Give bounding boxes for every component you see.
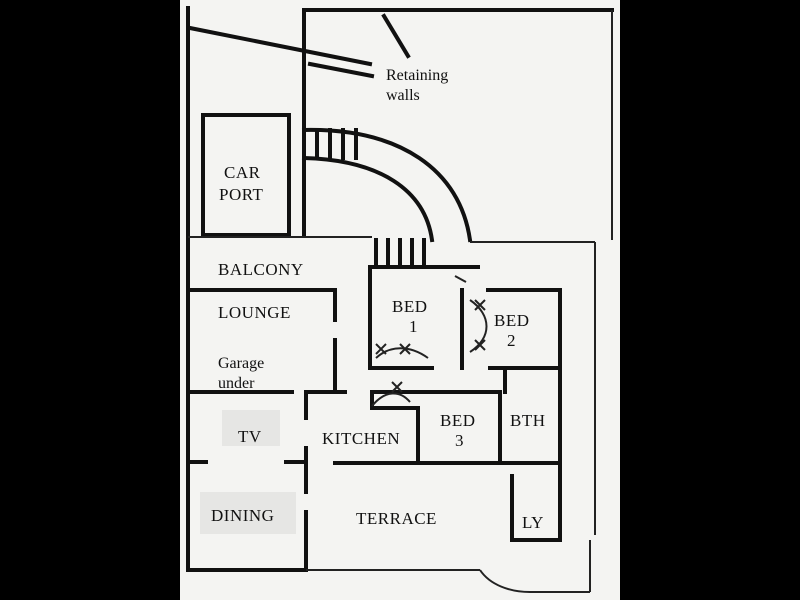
- garage-label-line2: under: [218, 375, 255, 392]
- house-walls: [186, 236, 596, 593]
- carport-label-line1: CAR: [224, 163, 261, 182]
- doors: [371, 275, 488, 407]
- dining-label: DINING: [211, 506, 274, 525]
- bed1-label-line2: 1: [409, 317, 418, 336]
- carport-outline: [201, 113, 291, 237]
- carport-label-line2: PORT: [219, 185, 264, 204]
- retaining-walls-label-line2: walls: [386, 87, 420, 104]
- bed3-label-line2: 3: [455, 431, 464, 450]
- kitchen-label: KITCHEN: [322, 429, 400, 448]
- tv-label-patch: [222, 410, 280, 446]
- entry-stairs: [374, 238, 426, 268]
- bed1-label-line1: BED: [392, 297, 428, 316]
- dining-label-patch: [200, 492, 296, 534]
- bed2-label-line1: BED: [494, 311, 530, 330]
- bathroom-label: BTH: [510, 411, 546, 430]
- bed2-label-line2: 2: [507, 331, 516, 350]
- lounge-label: LOUNGE: [218, 303, 291, 322]
- terrace-label: TERRACE: [356, 509, 437, 528]
- tv-label: TV: [238, 427, 262, 446]
- bed3-label-line1: BED: [440, 411, 476, 430]
- retaining-walls-label-line1: Retaining: [386, 67, 448, 84]
- curved-stairway: [301, 127, 473, 243]
- garage-label-line1: Garage: [218, 355, 264, 372]
- balcony-label: BALCONY: [218, 260, 304, 279]
- retaining-walls: [187, 13, 411, 79]
- laundry-label: LY: [522, 513, 544, 532]
